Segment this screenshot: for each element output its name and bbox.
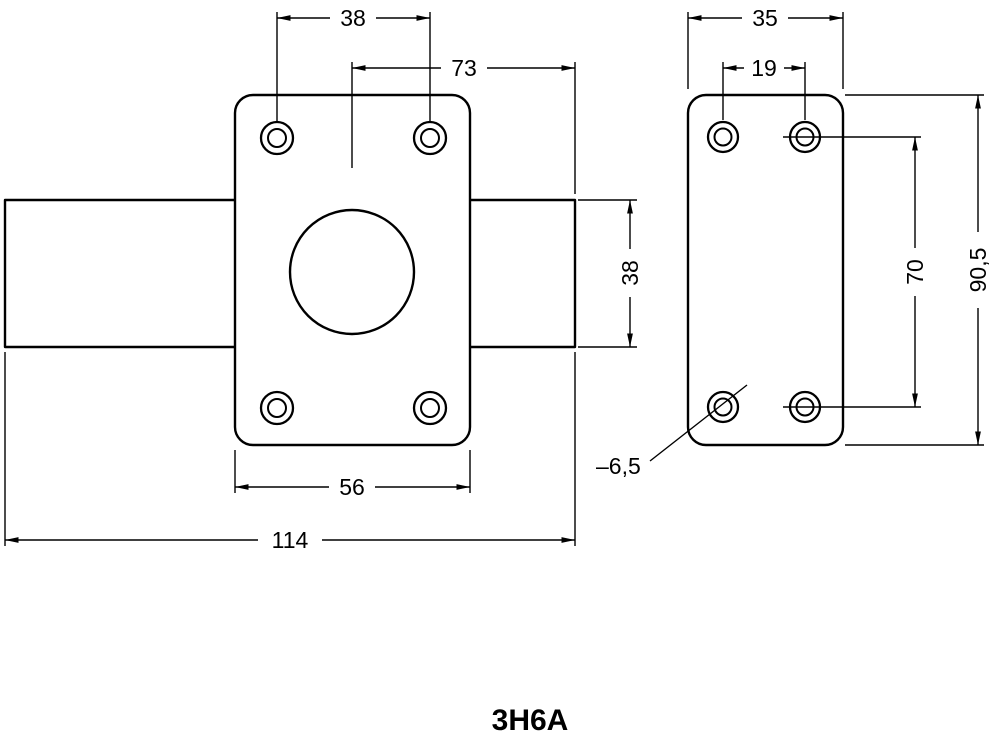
dimension-label-bg	[901, 248, 929, 296]
front-screw-hole-bottom-left	[259, 390, 295, 426]
callout-label: –6,5	[596, 453, 641, 479]
dimension-label-bg	[616, 249, 644, 297]
dimension-label-bg	[742, 4, 788, 32]
dimension-label-bg	[744, 54, 784, 82]
dimension-label-bg	[441, 54, 487, 82]
rear-screw-hole-top-left	[706, 120, 740, 154]
dimension-label-bg	[330, 4, 376, 32]
front-screw-hole-bottom-right	[412, 390, 448, 426]
front-screw-hole-top-left	[259, 120, 295, 156]
dimension-bar-height: 38	[578, 199, 644, 348]
dimension-label-bg	[258, 526, 322, 554]
rear-plate-outline	[686, 93, 845, 447]
dimension-bottom-hole-spacing: 56	[234, 450, 471, 501]
dimension-rear-hole-spacing-vertical: 70	[783, 136, 929, 408]
callout-hole-diameter: –6,5	[596, 384, 748, 479]
dimension-overall-length: 114	[4, 352, 576, 554]
hole-inner-circle	[267, 128, 287, 148]
cylinder-opening-circle	[288, 208, 416, 336]
dimension-label: 73	[451, 55, 477, 81]
hole-inner-circle	[713, 397, 733, 417]
hole-inner-circle	[420, 398, 440, 418]
front-view	[3, 93, 577, 447]
front-screw-hole-top-right	[412, 120, 448, 156]
leader-line	[649, 384, 748, 462]
dimension-rear-plate-height: 90,5	[845, 94, 992, 446]
dimension-center-to-bar-end: 73	[351, 54, 576, 194]
dimension-label: 19	[751, 55, 777, 81]
dimension-label: 70	[902, 259, 928, 285]
rear-view	[686, 93, 845, 447]
dimension-rear-plate-width: 35	[687, 4, 844, 89]
dimension-label: 114	[272, 527, 309, 553]
dimension-top-hole-spacing: 38	[276, 4, 431, 121]
hole-inner-circle	[713, 127, 733, 147]
dimension-label: 35	[752, 5, 778, 31]
dimension-label: 90,5	[965, 248, 991, 293]
dimension-label: 56	[339, 474, 365, 500]
dimension-label-bg	[329, 473, 375, 501]
dimension-label: 38	[617, 260, 643, 286]
rear-screw-hole-bottom-left	[706, 390, 740, 424]
drawing-title: 3H6A	[492, 704, 569, 737]
dimension-label-bg	[964, 232, 992, 308]
hole-inner-circle	[420, 128, 440, 148]
dimension-label: 38	[340, 5, 366, 31]
hole-inner-circle	[267, 398, 287, 418]
dimension-rear-hole-spacing-horizontal: 19	[722, 54, 806, 120]
